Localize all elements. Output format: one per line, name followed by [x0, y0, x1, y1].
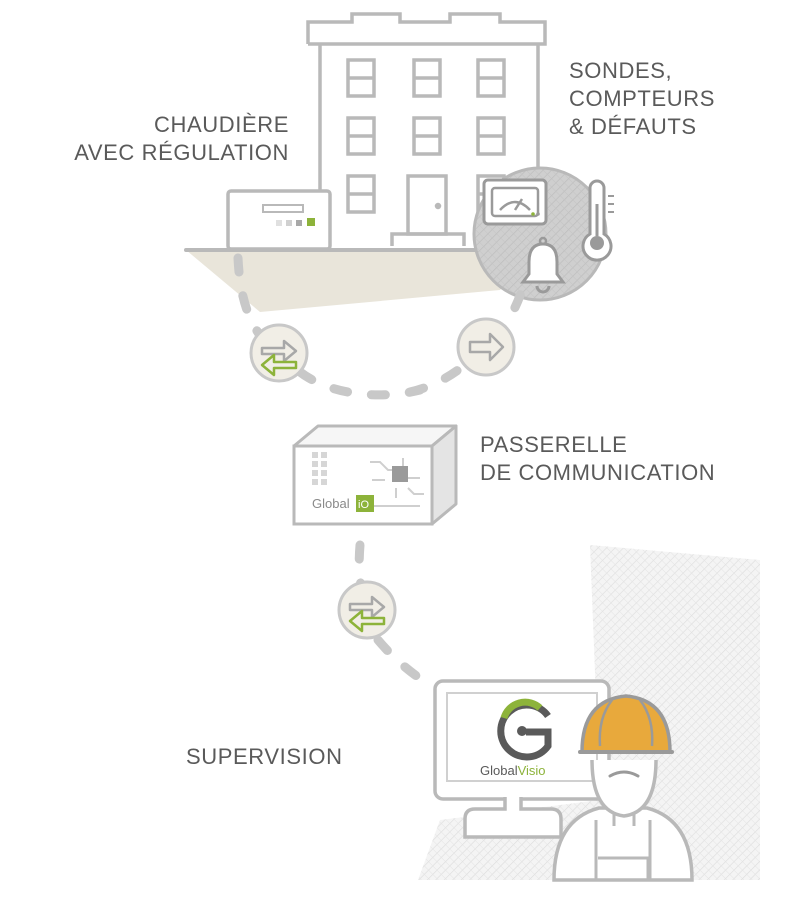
label-chaudiere-line-2: AVEC RÉGULATION: [74, 140, 289, 165]
bidirectional-arrows-icon-bottom: [337, 580, 397, 640]
gauge-icon: [482, 178, 548, 226]
label-supervision: SUPERVISION: [186, 743, 343, 771]
boiler-icon: [226, 189, 332, 251]
alarm-bell-icon: [520, 236, 566, 294]
label-passerelle: PASSERELLE DE COMMUNICATION: [480, 431, 715, 487]
label-sondes: SONDES, COMPTEURS & DÉFAUTS: [569, 57, 715, 141]
label-sondes-line-3: & DÉFAUTS: [569, 114, 697, 139]
thermometer-icon: [581, 179, 614, 262]
label-passerelle-line-1: PASSERELLE: [480, 432, 628, 457]
technician-icon: [552, 759, 694, 882]
label-chaudiere: CHAUDIÈRE AVEC RÉGULATION: [74, 111, 289, 167]
monitor-icon: GlobalVisio: [433, 679, 611, 839]
supervision-background: [418, 545, 760, 880]
label-sondes-line-2: COMPTEURS: [569, 86, 715, 111]
gateway-logo-suffix: iO: [358, 499, 369, 511]
forward-arrow-icon: [456, 317, 516, 377]
bidirectional-arrows-icon: [249, 323, 309, 383]
floor-shadow: [186, 250, 540, 312]
gateway-logo-word: Global: [312, 496, 350, 511]
globalvisio-logo-icon: [497, 698, 552, 761]
hard-hat-icon: [578, 694, 674, 754]
label-passerelle-line-2: DE COMMUNICATION: [480, 460, 716, 485]
label-sondes-line-1: SONDES,: [569, 58, 673, 83]
monitor-logo-suffix: Visio: [518, 763, 546, 778]
label-supervision-text: SUPERVISION: [186, 744, 343, 769]
monitor-logo-word: Global: [480, 763, 518, 778]
label-chaudiere-line-1: CHAUDIÈRE: [154, 112, 289, 137]
gateway-box-icon: Global iO: [292, 424, 458, 526]
monitor-logo: GlobalVisio: [480, 763, 546, 778]
sensors-group: [472, 166, 614, 302]
